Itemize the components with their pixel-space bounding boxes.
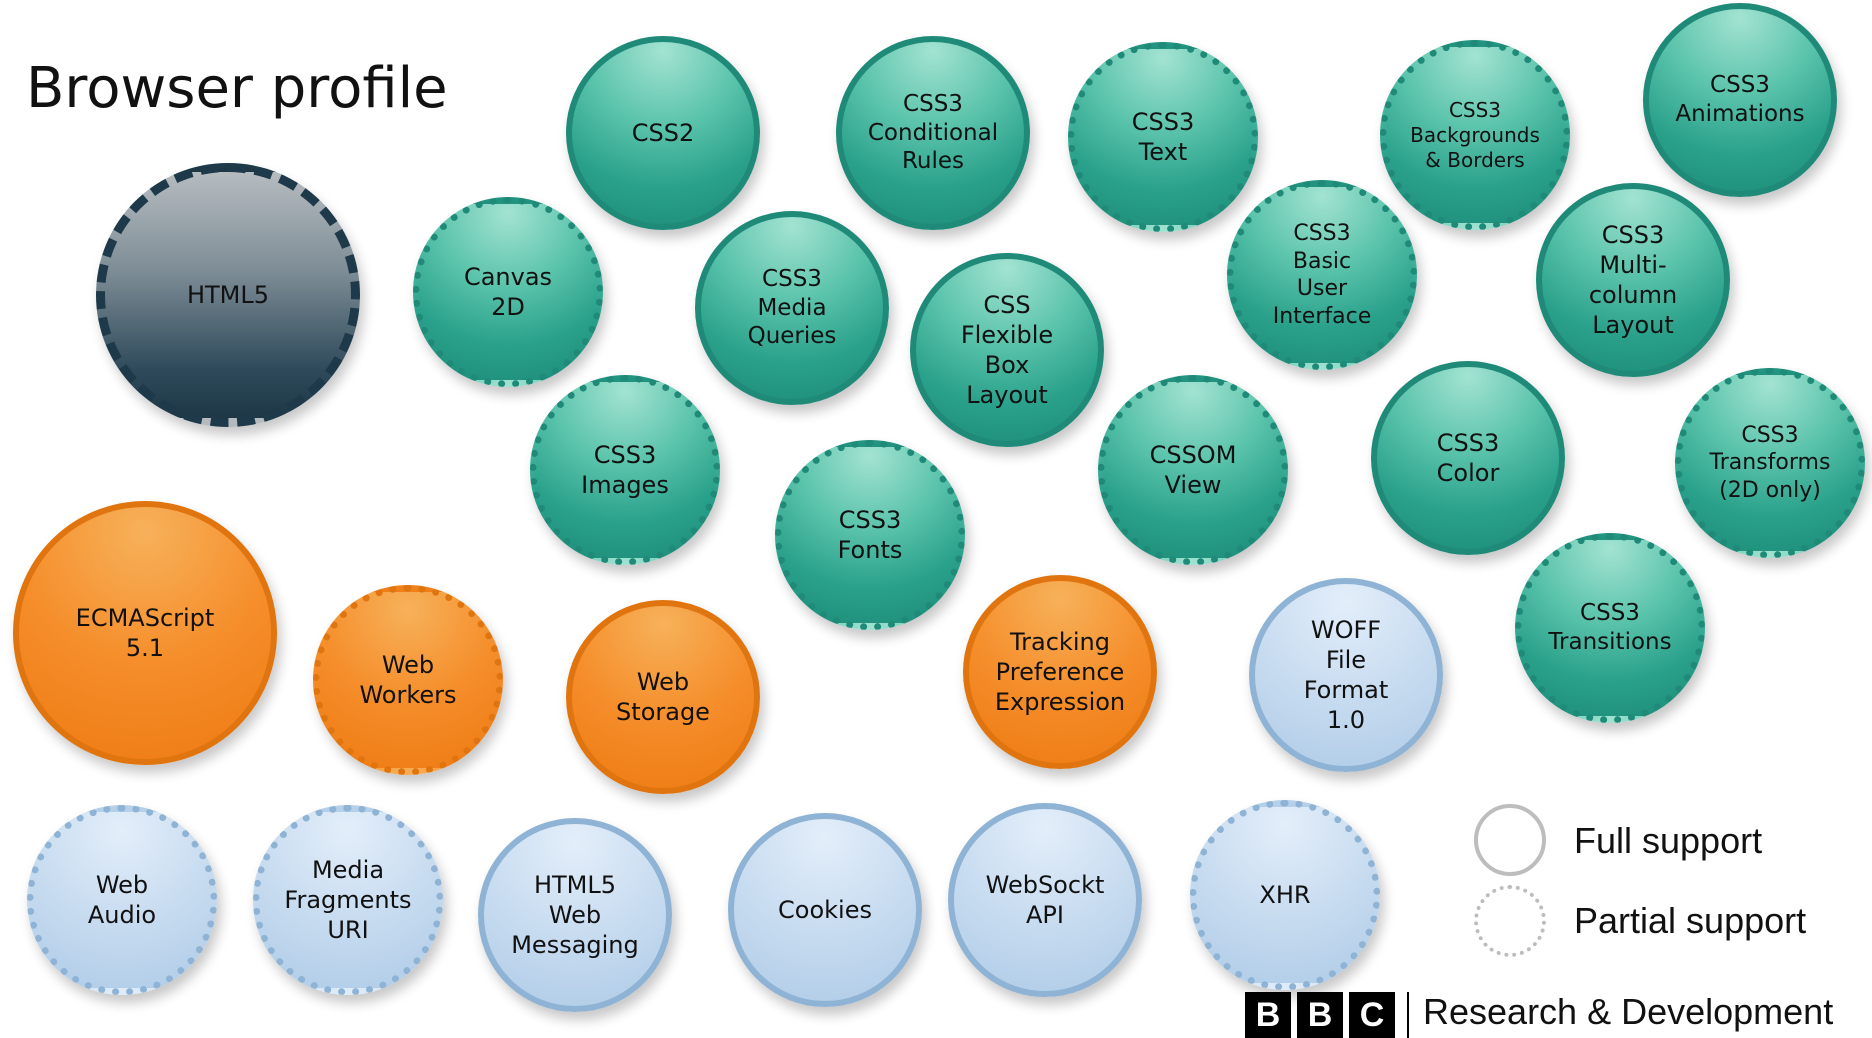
bbc-letter-b2: B — [1297, 992, 1343, 1038]
bubble-css3-transitions: CSS3 Transitions — [1515, 533, 1705, 723]
bubble-label: CSS3 Basic User Interface — [1272, 221, 1372, 329]
bubble-web-storage: Web Storage — [566, 600, 760, 794]
full-support-legend-icon — [1474, 804, 1546, 876]
bubble-label: Canvas 2D — [463, 263, 553, 321]
bubble-label: CSS3 Conditional Rules — [867, 90, 999, 175]
bubble-canvas-2d: Canvas 2D — [413, 197, 603, 387]
logo-text: Research & Development — [1423, 991, 1834, 1032]
bubble-label: CSS3 Media Queries — [747, 265, 837, 350]
bubble-label: CSS3 Color — [1436, 429, 1500, 487]
bubble-cookies: Cookies — [728, 813, 922, 1007]
bubble-label: CSS3 Multi- column Layout — [1588, 221, 1678, 339]
bubble-label: WebSockt API — [985, 871, 1105, 929]
bubble-label: CSS3 Text — [1131, 108, 1195, 166]
bubble-css3-color: CSS3 Color — [1371, 361, 1565, 555]
bubble-web-audio: Web Audio — [27, 805, 217, 995]
bbc-letter-c: C — [1349, 992, 1395, 1038]
bubble-tracking-preference-expression: Tracking Preference Expression — [963, 575, 1157, 769]
bubble-html5: HTML5 — [96, 163, 360, 427]
bubble-css3-images: CSS3 Images — [530, 375, 720, 565]
bubble-label: CSS3 Transitions — [1548, 600, 1672, 655]
bubble-label: Web Audio — [87, 871, 157, 929]
bubble-label: WOFF File Format 1.0 — [1303, 616, 1389, 734]
logo-divider — [1407, 992, 1409, 1038]
bubble-label: CSS3 Animations — [1675, 72, 1805, 127]
bubble-css2: CSS2 — [566, 36, 760, 230]
bubble-css3-multi-column-layout: CSS3 Multi- column Layout — [1536, 183, 1730, 377]
bubble-label: HTML5 — [186, 281, 270, 309]
bubble-label: CSS3 Transforms (2D only) — [1709, 422, 1831, 503]
full-support-label: Full support — [1574, 820, 1763, 861]
bubble-label: ECMAScript 5.1 — [75, 604, 215, 662]
bubble-label: CSS2 — [631, 119, 695, 147]
bbc-research-development-logo: B B C Research & Development — [1245, 992, 1833, 1038]
bubble-css3-backgrounds-borders: CSS3 Backgrounds & Borders — [1380, 40, 1570, 230]
bubble-label: CSS3 Fonts — [837, 506, 903, 564]
bubble-label: CSS Flexible Box Layout — [960, 291, 1054, 409]
bubble-css3-animations: CSS3 Animations — [1643, 3, 1837, 197]
partial-support-legend-icon — [1474, 885, 1546, 957]
bubble-css3-fonts: CSS3 Fonts — [775, 440, 965, 630]
bubble-label: XHR — [1259, 881, 1311, 909]
bubble-websockt-api: WebSockt API — [948, 803, 1142, 997]
bubble-web-workers: Web Workers — [313, 585, 503, 775]
bubble-label: Web Storage — [616, 668, 710, 726]
page-title: Browser profile — [26, 56, 448, 121]
bubble-html5-web-messaging: HTML5 Web Messaging — [478, 818, 672, 1012]
partial-support-label: Partial support — [1574, 900, 1807, 941]
bubble-woff-file-format: WOFF File Format 1.0 — [1249, 578, 1443, 772]
bubble-label: CSS3 Images — [581, 441, 669, 499]
bubble-css3-transforms: CSS3 Transforms (2D only) — [1675, 368, 1865, 558]
bubble-css-flexible-box-layout: CSS Flexible Box Layout — [910, 253, 1104, 447]
bubble-label: Tracking Preference Expression — [994, 628, 1126, 716]
bubble-label: CSSOM View — [1149, 441, 1237, 499]
bubble-media-fragments-uri: Media Fragments URI — [253, 805, 443, 995]
bubble-label: Web Workers — [359, 651, 457, 709]
bubble-cssom-view: CSSOM View — [1098, 375, 1288, 565]
bubble-css3-basic-user-interface: CSS3 Basic User Interface — [1227, 180, 1417, 370]
bubble-css3-media-queries: CSS3 Media Queries — [695, 211, 889, 405]
bubble-label: HTML5 Web Messaging — [511, 871, 639, 959]
bubble-css3-conditional-rules: CSS3 Conditional Rules — [836, 36, 1030, 230]
bubble-label: Media Fragments URI — [284, 856, 412, 944]
bubble-css3-text: CSS3 Text — [1068, 42, 1258, 232]
bbc-letter-b1: B — [1245, 992, 1291, 1038]
bubble-ecmascript-51: ECMAScript 5.1 — [13, 501, 277, 765]
bubble-xhr: XHR — [1190, 800, 1380, 990]
bubble-label: CSS3 Backgrounds & Borders — [1410, 97, 1540, 172]
bubble-label: Cookies — [778, 896, 872, 924]
